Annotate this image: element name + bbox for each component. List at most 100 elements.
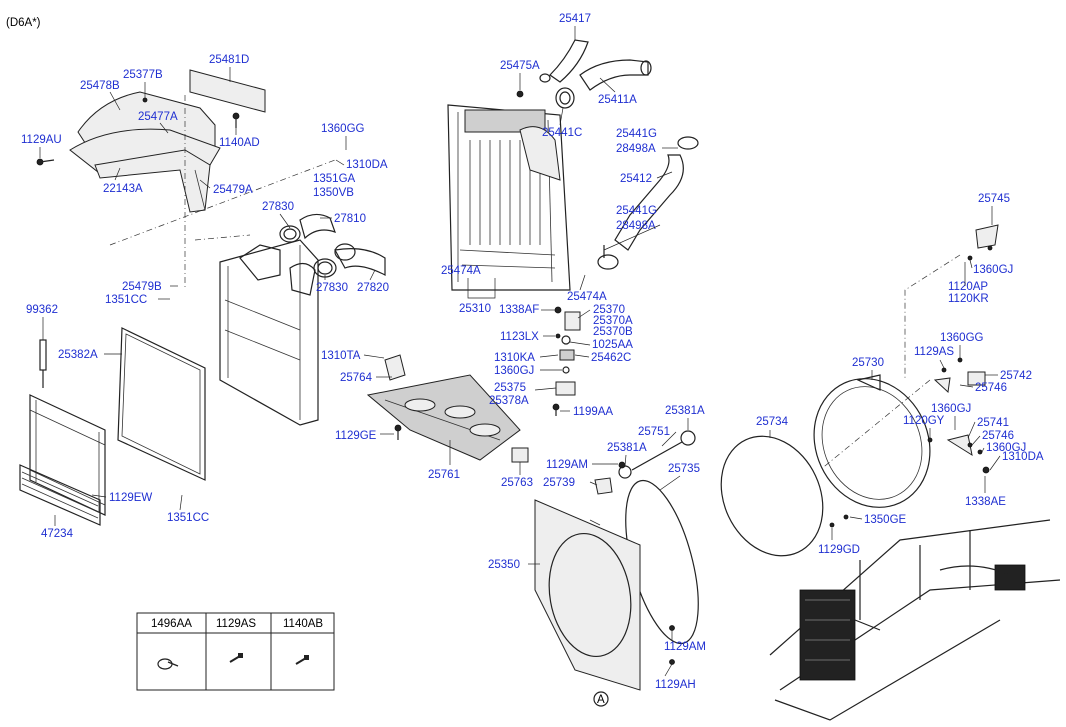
- part-label[interactable]: 25745: [978, 193, 1010, 205]
- condenser-frame: [117, 327, 206, 481]
- part-label[interactable]: 1140AD: [219, 137, 260, 149]
- part-label[interactable]: 25370A: [593, 315, 633, 327]
- part-label[interactable]: 1310DA: [346, 159, 388, 171]
- part-label[interactable]: 25441G: [616, 205, 657, 217]
- part-label[interactable]: 27830: [262, 201, 294, 213]
- part-label[interactable]: 1360GJ: [986, 442, 1026, 454]
- part-label[interactable]: 1129AH: [655, 679, 696, 691]
- part-label[interactable]: 25412: [620, 173, 652, 185]
- radiator-mounts: [552, 306, 581, 416]
- part-label[interactable]: 1350VB: [313, 187, 354, 199]
- part-label[interactable]: 25477A: [138, 111, 178, 123]
- reference-mark: A: [597, 694, 605, 706]
- part-label[interactable]: 1360GG: [321, 123, 365, 135]
- radiator: [447, 104, 571, 291]
- part-label[interactable]: 1199AA: [573, 406, 613, 418]
- oil-cooler: [19, 464, 101, 526]
- part-label[interactable]: 1360GJ: [973, 264, 1013, 276]
- part-label[interactable]: 1338AE: [965, 496, 1006, 508]
- part-label[interactable]: 47234: [41, 528, 74, 540]
- part-label[interactable]: 1351CC: [105, 294, 147, 306]
- part-label[interactable]: 25310: [459, 303, 491, 315]
- part-label[interactable]: 25742: [1000, 370, 1032, 382]
- bolt-icon: [295, 655, 309, 665]
- part-label[interactable]: 1025AA: [592, 339, 633, 351]
- part-label[interactable]: 25441C: [542, 127, 582, 139]
- fan-shroud: A: [534, 499, 675, 707]
- part-label[interactable]: 1120KR: [948, 293, 989, 305]
- part-label[interactable]: 25481D: [209, 54, 249, 66]
- legend-table: 1496AA 1129AS 1140AB: [136, 612, 335, 691]
- part-label[interactable]: 28498A: [616, 220, 656, 232]
- part-label[interactable]: 28498A: [616, 143, 656, 155]
- part-label[interactable]: 1360GJ: [494, 365, 534, 377]
- condenser-core: [29, 339, 106, 516]
- upper-hoses: [516, 39, 699, 270]
- part-label[interactable]: 1360GJ: [931, 403, 971, 415]
- part-label[interactable]: 1351GA: [313, 173, 356, 185]
- part-label[interactable]: 25381A: [665, 405, 705, 417]
- model-code: (D6A*): [6, 17, 41, 29]
- part-label[interactable]: 22143A: [103, 183, 143, 195]
- part-label[interactable]: 25751: [638, 426, 670, 438]
- part-label[interactable]: 25370B: [593, 326, 633, 338]
- part-label[interactable]: 25746: [982, 430, 1014, 442]
- part-label[interactable]: 25378A: [489, 395, 529, 407]
- legend-header-1129as: 1129AS: [216, 618, 256, 630]
- part-label[interactable]: 99362: [26, 304, 58, 316]
- part-label[interactable]: 25350: [488, 559, 520, 571]
- part-label[interactable]: 25474A: [441, 265, 481, 277]
- part-label[interactable]: 1129EW: [109, 492, 152, 504]
- part-label[interactable]: 25411A: [598, 94, 637, 106]
- part-label[interactable]: 25735: [668, 463, 700, 475]
- part-label[interactable]: 25739: [543, 477, 575, 489]
- part-label[interactable]: 25462C: [591, 352, 631, 364]
- legend-header-1140ab: 1140AB: [283, 618, 323, 630]
- part-label[interactable]: 25474A: [567, 291, 607, 303]
- part-label[interactable]: 25377B: [123, 69, 163, 81]
- part-label[interactable]: 1310KA: [494, 352, 535, 364]
- part-label[interactable]: 25741: [977, 417, 1009, 429]
- part-label[interactable]: 27830: [316, 282, 348, 294]
- part-label[interactable]: 1120AP: [948, 281, 988, 293]
- part-label[interactable]: 25417: [559, 13, 591, 25]
- part-label[interactable]: 27810: [334, 213, 366, 225]
- vehicle-frame: [769, 519, 1061, 721]
- part-label[interactable]: 25381A: [607, 442, 647, 454]
- part-label[interactable]: 1338AF: [499, 304, 539, 316]
- right-brackets: [829, 224, 999, 528]
- part-label[interactable]: 25478B: [80, 80, 120, 92]
- part-label[interactable]: 25382A: [58, 349, 98, 361]
- part-label[interactable]: 25764: [340, 372, 373, 384]
- part-label[interactable]: 25761: [428, 469, 460, 481]
- part-label[interactable]: 25475A: [500, 60, 540, 72]
- part-label[interactable]: 1129AM: [546, 459, 588, 471]
- part-label[interactable]: 1123LX: [500, 331, 539, 343]
- part-label[interactable]: 25441G: [616, 128, 657, 140]
- part-label[interactable]: 1129AS: [914, 346, 954, 358]
- part-label[interactable]: 1129GE: [335, 430, 377, 442]
- part-label[interactable]: 27820: [357, 282, 389, 294]
- part-label[interactable]: 1350GE: [864, 514, 907, 526]
- part-label[interactable]: 25763: [501, 477, 533, 489]
- part-label[interactable]: 1120GY: [903, 415, 945, 427]
- part-label[interactable]: 25746: [975, 382, 1007, 394]
- part-label[interactable]: 1129GD: [818, 544, 860, 556]
- legend-header-1496aa: 1496AA: [151, 618, 192, 630]
- part-labels: 25417 25475A 25411A 25441C 25441G 28498A…: [21, 13, 1044, 691]
- part-label[interactable]: 25734: [756, 416, 789, 428]
- reference-mark-circle: [593, 691, 609, 707]
- part-label[interactable]: 1310TA: [321, 350, 361, 362]
- part-label[interactable]: 25479B: [122, 281, 162, 293]
- part-label[interactable]: 25375: [494, 382, 526, 394]
- part-label[interactable]: 25479A: [213, 184, 253, 196]
- part-label[interactable]: 1310DA: [1002, 451, 1044, 463]
- part-label[interactable]: 1351CC: [167, 512, 209, 524]
- part-label[interactable]: 25370: [593, 304, 625, 316]
- part-label[interactable]: 1360GG: [940, 332, 984, 344]
- part-label[interactable]: 1129AM: [664, 641, 706, 653]
- shroud-components: [594, 374, 931, 645]
- part-label[interactable]: 25730: [852, 357, 884, 369]
- part-label[interactable]: 1129AU: [21, 134, 62, 146]
